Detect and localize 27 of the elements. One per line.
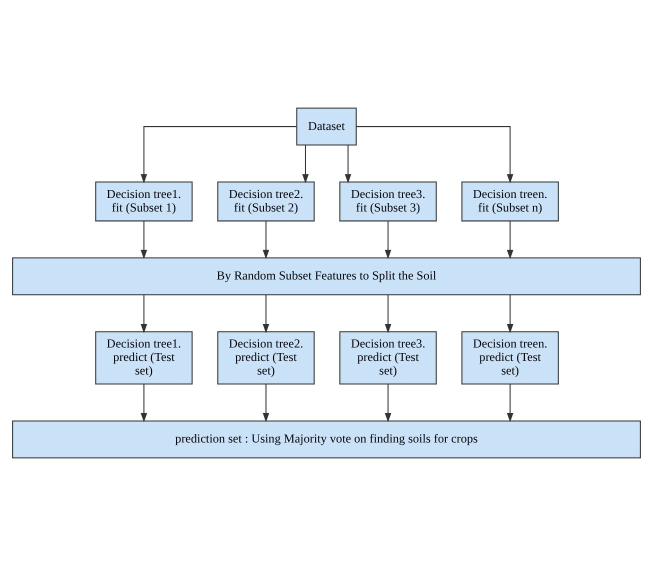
arrow [302,144,309,183]
arrow [384,384,392,422]
arrow [506,384,514,422]
node-box: Decision tree2. predict (Test set) [217,330,315,384]
arrow [384,220,392,259]
node-box: By Random Subset Features to Split the Soil [12,256,641,295]
arrow [506,294,514,333]
arrow [262,220,270,259]
arrow [140,384,148,422]
node-box: Decision tree2. fit (Subset 2) [217,180,315,221]
arrow [344,144,352,183]
node-box: Dataset [296,107,357,146]
node-box: Decision tree3. fit (Subset 3) [339,180,437,221]
arrow [140,220,148,259]
node-box: Decision treen. predict (Test set) [461,330,559,384]
node-box: prediction set : Using Majority vote on finding soils for crops [12,420,641,458]
arrow [262,384,270,422]
arrow [140,126,296,183]
arrow [262,294,270,333]
arrow [506,220,514,259]
node-box: Decision tree3. predict (Test set) [339,330,437,384]
arrow [356,126,514,183]
node-box: Decision tree1. fit (Subset 1) [95,180,193,221]
node-box: Decision treen. fit (Subset n) [461,180,559,221]
arrow [384,294,392,333]
arrow [140,294,148,333]
node-box: Decision tree1. predict (Test set) [95,330,193,384]
